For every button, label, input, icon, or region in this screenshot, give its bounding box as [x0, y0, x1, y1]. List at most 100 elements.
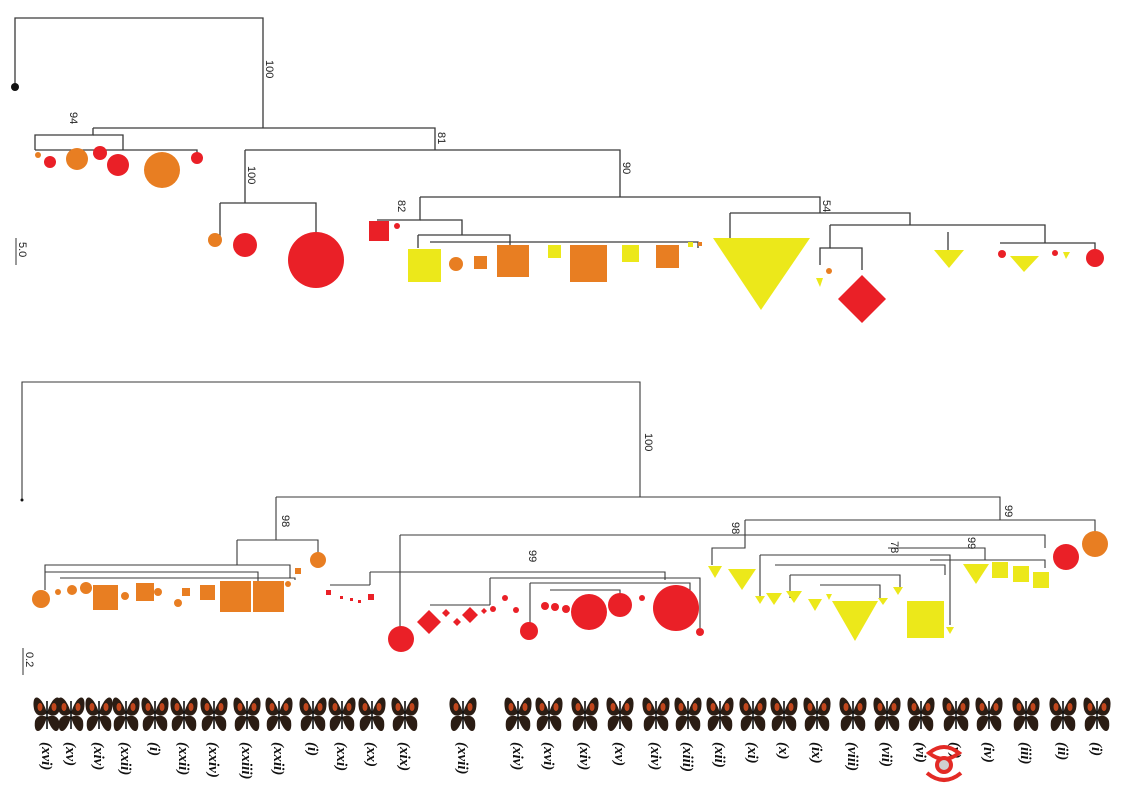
- tip-yellow-triangle: [713, 238, 810, 310]
- butterfly-wing: [116, 703, 122, 711]
- butterfly-icon: [1012, 697, 1040, 732]
- tip-orange-circle: [32, 590, 50, 608]
- tip-red-diamond: [442, 609, 450, 617]
- butterfly-wing: [103, 703, 109, 711]
- butterfly-wing: [804, 715, 817, 732]
- tip-red-circle: [653, 585, 699, 631]
- butterfly-wing: [395, 703, 401, 711]
- tip-red-circle: [35, 152, 41, 158]
- tip-orange-circle: [1082, 531, 1108, 557]
- butterfly-wing: [34, 715, 47, 732]
- top-tree-tips: [11, 83, 1104, 323]
- butterfly-wing: [1053, 703, 1059, 711]
- tip-red-square: [368, 594, 374, 600]
- tip-yellow-square: [1013, 566, 1029, 582]
- specimen-label: (xxiv): [205, 742, 221, 778]
- tree-branch: [45, 571, 259, 585]
- tip-orange-circle: [449, 257, 463, 271]
- butterfly-icon: [449, 697, 477, 732]
- butterfly-wing: [218, 703, 224, 711]
- tip-red-circle: [1053, 544, 1079, 570]
- tree-branch: [530, 582, 691, 590]
- butterfly-wing: [362, 703, 368, 711]
- butterfly-wing: [155, 715, 168, 732]
- butterfly-wing: [619, 701, 621, 729]
- tip-yellow-square: [622, 245, 639, 262]
- butterfly-wing: [817, 715, 830, 732]
- specimen-label: (i): [304, 742, 320, 756]
- tree-branch: [175, 564, 291, 578]
- butterfly-wing: [204, 703, 210, 711]
- tip-yellow-triangle: [893, 587, 903, 595]
- tree-branch: [830, 247, 863, 270]
- butterfly-wing: [585, 715, 598, 732]
- butterfly-wing: [840, 715, 853, 732]
- tree-branch: [60, 577, 296, 580]
- butterfly-wing: [774, 703, 780, 711]
- tip-red-circle: [502, 595, 508, 601]
- butterfly-wing: [887, 715, 900, 732]
- top-tree-support-values: 100 81 94 100 90 82 54: [67, 60, 832, 212]
- butterfly-icon: [873, 697, 901, 732]
- butterfly-wing: [857, 703, 863, 711]
- butterfly-wing: [925, 703, 931, 711]
- butterfly-icon: [907, 697, 935, 732]
- butterfly-wing: [886, 701, 888, 729]
- butterfly-wing: [891, 703, 897, 711]
- butterfly-icon: [674, 697, 702, 732]
- butterfly-wing: [317, 703, 323, 711]
- tip-yellow-square: [688, 242, 693, 247]
- top-phylogenetic-tree: [14, 17, 1096, 270]
- specimen-label: (xvi): [38, 742, 54, 770]
- support-value: 98: [729, 522, 741, 534]
- tree-branch: [93, 134, 124, 150]
- butterfly-wing: [154, 701, 156, 729]
- butterfly-icon: [803, 697, 831, 732]
- support-value: 78: [888, 541, 900, 553]
- tree-branch: [830, 224, 1046, 243]
- butterfly-wing: [655, 701, 657, 729]
- butterfly-wing: [807, 703, 813, 711]
- butterfly-wing: [553, 703, 559, 711]
- specimen-label: (xv): [62, 742, 78, 766]
- butterfly-wing: [313, 715, 326, 732]
- tip-orange-circle: [67, 585, 77, 595]
- support-value: 90: [620, 162, 632, 174]
- butterfly-wing: [688, 715, 701, 732]
- butterfly-wing: [89, 703, 95, 711]
- butterfly-wing: [1030, 703, 1036, 711]
- butterfly-wing: [47, 715, 60, 732]
- butterfly-icon: [233, 697, 261, 732]
- tip-orange-square: [497, 245, 529, 277]
- butterfly-icon: [391, 697, 419, 732]
- butterfly-wing: [724, 703, 730, 711]
- butterfly-wing: [126, 715, 139, 732]
- butterfly-wing: [142, 715, 155, 732]
- butterfly-wing: [86, 715, 99, 732]
- butterfly-wing: [656, 715, 669, 732]
- tip-red-circle: [1086, 249, 1104, 267]
- butterfly-wing: [234, 715, 247, 732]
- butterfly-wing: [98, 701, 100, 729]
- butterfly-wing: [843, 703, 849, 711]
- tip-orange-square: [253, 581, 284, 612]
- butterfly-wing: [572, 715, 585, 732]
- tree-branch: [490, 577, 701, 628]
- tip-red-square: [326, 590, 331, 595]
- specimen-label: (xv): [611, 742, 627, 766]
- butterfly-icon: [85, 697, 113, 732]
- specimen-label: (iv): [980, 742, 996, 763]
- support-value: 100: [263, 60, 275, 78]
- butterfly-wing: [783, 701, 785, 729]
- butterfly-wing: [960, 703, 966, 711]
- tip-red-circle: [513, 607, 519, 613]
- tree-branch: [775, 564, 946, 575]
- butterfly-wing: [505, 715, 518, 732]
- butterfly-wing: [341, 701, 343, 729]
- bottom-tree-support-values: 100 98 98 99 99 78 99: [279, 433, 1014, 562]
- butterfly-wing: [784, 715, 797, 732]
- butterfly-wing: [279, 715, 292, 732]
- tip-red-diamond: [417, 610, 441, 634]
- tip-red-square: [350, 598, 353, 601]
- butterfly-wing: [956, 715, 969, 732]
